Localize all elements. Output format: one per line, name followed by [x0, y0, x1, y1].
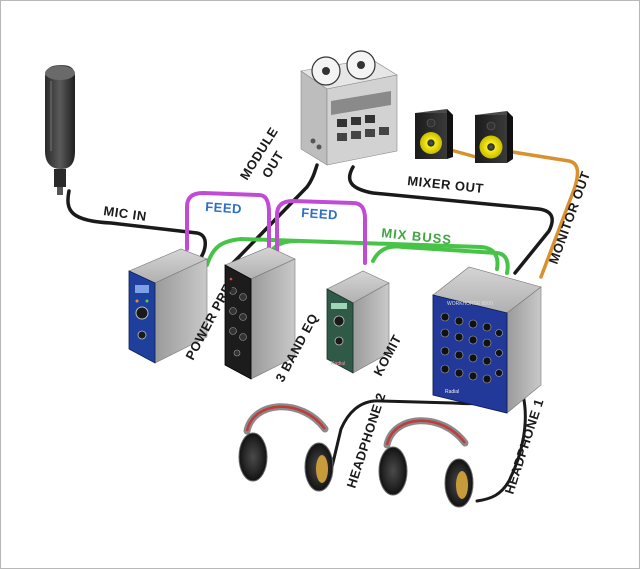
microphone-icon	[45, 65, 75, 195]
workhorse-badge: WORKHORSE 8000	[447, 301, 493, 307]
mix-buss-label: MIX BUSS	[381, 225, 453, 247]
mixer-out-label: MIXER OUT	[407, 173, 485, 196]
komit-brand-text: Radial	[331, 361, 345, 367]
feed-cable-2	[275, 198, 367, 265]
speaker-icon	[475, 111, 513, 163]
feed-label-1: FEED	[205, 199, 243, 217]
workhorse-mixer: WORKHORSE 8000 Radial	[432, 266, 542, 414]
mic-in-label: MIC IN	[103, 203, 148, 224]
headphones-icon	[238, 403, 334, 492]
feed-cable-1	[185, 190, 271, 259]
workhorse-brand: Radial	[445, 389, 459, 395]
three-band-eq-module	[224, 246, 296, 380]
workhorse-knobs	[440, 312, 503, 384]
speaker-icon	[415, 109, 453, 159]
feed-label-2: FEED	[301, 205, 339, 223]
headphone-1-cable	[475, 393, 527, 503]
mic-cable	[66, 189, 207, 265]
tape-recorder-icon	[300, 50, 398, 166]
komit-module: Radial	[326, 270, 390, 374]
power-pre-module	[128, 248, 208, 364]
mixer-out-cable	[347, 165, 554, 275]
module-out-cable	[231, 163, 319, 265]
headphones-icon	[378, 417, 474, 508]
mix-buss-cable	[205, 236, 500, 271]
